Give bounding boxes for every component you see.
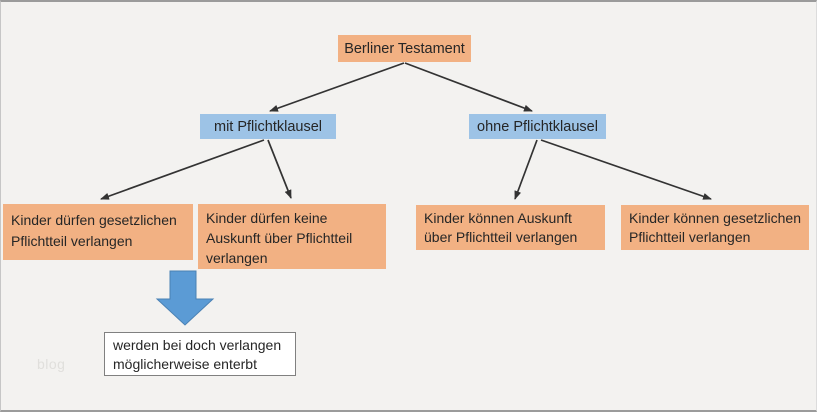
leaf-node-keine-auskunft: Kinder dürfen keine Auskunft über Pflich… bbox=[198, 204, 386, 269]
leaf-node-koennen-auskunft: Kinder können Auskunft über Pflichtteil … bbox=[416, 205, 605, 250]
root-node-berliner-testament: Berliner Testament bbox=[338, 35, 471, 62]
down-arrow-icon bbox=[155, 270, 215, 326]
connector-mit-to-leaf2 bbox=[267, 139, 292, 199]
connector-root-to-mit bbox=[269, 62, 405, 112]
connector-mit-to-leaf1 bbox=[100, 139, 265, 200]
connector-root-to-ohne bbox=[404, 62, 533, 112]
branch-node-ohne-pflichtklausel: ohne Pflichtklausel bbox=[469, 114, 606, 139]
leaf-node-koennen-gesetzlichen: Kinder können gesetzlichen Pflichtteil v… bbox=[621, 205, 809, 250]
branch-node-label: mit Pflichtklausel bbox=[214, 118, 322, 135]
connector-ohne-to-leaf4 bbox=[540, 139, 712, 200]
branch-node-mit-pflichtklausel: mit Pflichtklausel bbox=[200, 114, 336, 139]
branch-node-label: ohne Pflichtklausel bbox=[477, 118, 598, 135]
leaf-node-gesetzlichen-pflichtteil: Kinder dürfen gesetzlichen Pflichtteil v… bbox=[3, 204, 193, 260]
watermark-text: blog bbox=[37, 356, 66, 372]
note-box-enterbt: werden bei doch verlangen möglicherweise… bbox=[104, 332, 296, 376]
root-node-label: Berliner Testament bbox=[344, 40, 465, 57]
connector-ohne-to-leaf3 bbox=[514, 139, 538, 200]
